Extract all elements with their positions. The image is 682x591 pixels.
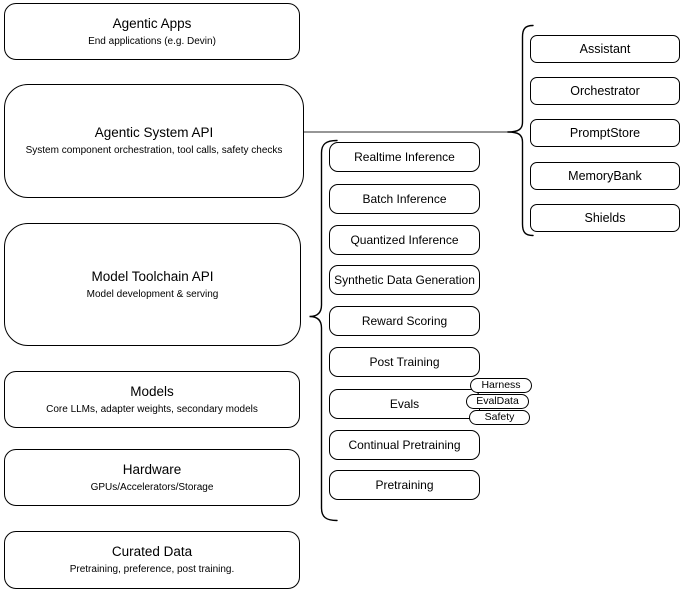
node-pretraining: Pretraining [329, 470, 480, 500]
node-model-toolchain-api: Model Toolchain API Model development & … [4, 223, 301, 346]
node-label: Orchestrator [570, 83, 640, 98]
node-label: PromptStore [569, 125, 641, 140]
node-hardware: Hardware GPUs/Accelerators/Storage [4, 449, 300, 506]
node-evals: Evals [329, 389, 480, 419]
node-label: Shields [584, 210, 626, 225]
node-subtitle: Model development & serving [86, 288, 219, 300]
node-label: MemoryBank [568, 168, 642, 183]
node-subtitle: GPUs/Accelerators/Storage [90, 481, 214, 493]
node-quantized-inference: Quantized Inference [329, 225, 480, 255]
node-subtitle: Pretraining, preference, post training. [69, 564, 235, 575]
tag-label: Safety [484, 411, 515, 423]
tag-label: Harness [481, 379, 521, 391]
node-title: Agentic System API [94, 125, 214, 140]
node-label: Assistant [579, 41, 631, 56]
tag-safety: Safety [469, 410, 530, 425]
node-label: Batch Inference [362, 192, 447, 206]
node-title: Models [130, 383, 174, 399]
node-curated-data: Curated Data Pretraining, preference, po… [4, 531, 300, 589]
node-shields: Shields [530, 204, 680, 232]
node-title: Model Toolchain API [91, 268, 214, 284]
node-label: Continual Pretraining [348, 438, 461, 452]
tag-harness: Harness [470, 378, 532, 393]
node-synthetic-data-generation: Synthetic Data Generation [329, 265, 480, 295]
node-assistant: Assistant [530, 35, 680, 63]
node-reward-scoring: Reward Scoring [329, 306, 480, 336]
node-models: Models Core LLMs, adapter weights, secon… [4, 371, 300, 428]
node-batch-inference: Batch Inference [329, 184, 480, 214]
node-promptstore: PromptStore [530, 119, 680, 147]
node-label: Synthetic Data Generation [334, 273, 475, 287]
node-agentic-system-api: Agentic System API System component orch… [4, 84, 304, 198]
node-label: Realtime Inference [354, 150, 455, 164]
node-memorybank: MemoryBank [530, 162, 680, 190]
node-orchestrator: Orchestrator [530, 77, 680, 105]
node-subtitle: Core LLMs, adapter weights, secondary mo… [46, 403, 258, 415]
tag-label: EvalData [476, 395, 519, 407]
node-label: Post Training [369, 355, 440, 369]
node-agentic-apps: Agentic Apps End applications (e.g. Devi… [4, 3, 300, 60]
tag-evaldata: EvalData [466, 394, 529, 409]
node-label: Reward Scoring [361, 314, 448, 328]
node-label: Pretraining [375, 478, 434, 492]
node-subtitle: System component orchestration, tool cal… [25, 145, 283, 156]
node-label: Quantized Inference [350, 233, 459, 247]
node-title: Curated Data [111, 544, 193, 559]
node-realtime-inference: Realtime Inference [329, 142, 480, 172]
node-title: Agentic Apps [112, 15, 192, 31]
node-continual-pretraining: Continual Pretraining [329, 430, 480, 460]
node-title: Hardware [122, 461, 182, 477]
node-label: Evals [389, 397, 420, 411]
node-subtitle: End applications (e.g. Devin) [88, 35, 216, 47]
node-post-training: Post Training [329, 347, 480, 377]
